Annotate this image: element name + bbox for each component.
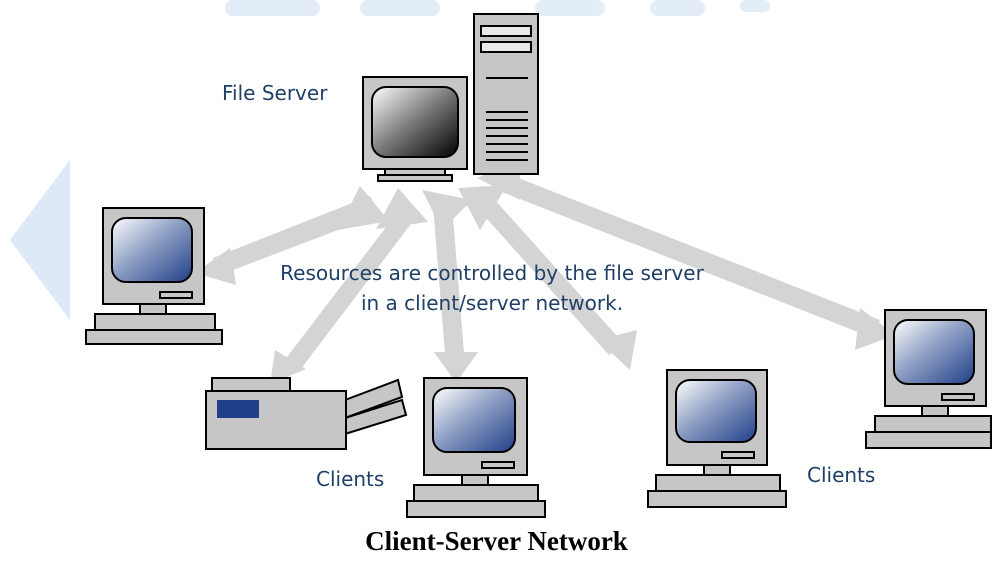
printer-icon: [205, 377, 408, 450]
center-text-line-2: in a client/server network.: [361, 291, 623, 315]
center-text-line-1: Resources are controlled by the file ser…: [280, 261, 704, 285]
arrow-icon: [422, 190, 478, 383]
file-server-icon: [362, 13, 539, 182]
client-computer-icon: [85, 207, 223, 345]
server-label: File Server: [222, 81, 328, 105]
clients-label-right: Clients: [807, 463, 875, 487]
arrow-icon: [195, 186, 389, 285]
connection-arrows: [195, 160, 895, 384]
background-decoration: [10, 0, 770, 320]
client-computer-icon: [865, 309, 992, 449]
client-computer-icon: [406, 377, 546, 518]
diagram-caption: Client-Server Network: [365, 526, 628, 556]
arrow-icon: [270, 188, 428, 384]
clients-label-left: Clients: [316, 467, 384, 491]
arrow-icon: [458, 185, 637, 370]
client-computer-icon: [647, 369, 787, 508]
